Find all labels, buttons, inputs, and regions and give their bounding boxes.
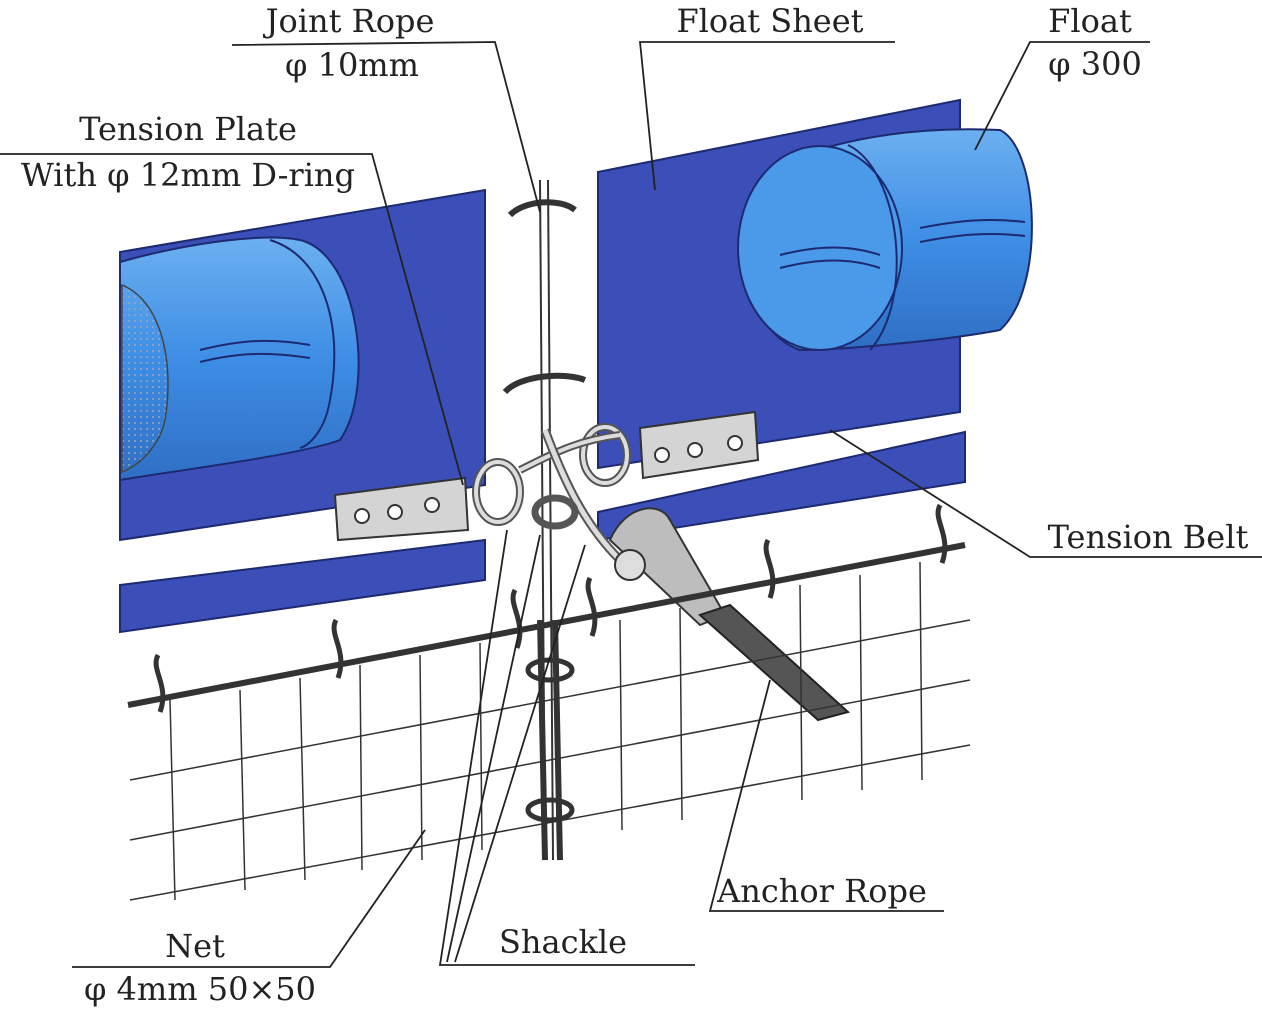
tension-plate-detail-label: With φ 12mm D-ring [21, 156, 355, 194]
net-size-label: φ 4mm 50×50 [84, 970, 316, 1008]
tension-plate-left [333, 476, 470, 542]
float-size-label: φ 300 [1048, 45, 1142, 83]
tension-plate-label: Tension Plate [79, 110, 297, 148]
anchor-rope [698, 603, 851, 722]
leader-lines [0, 41, 1262, 968]
joint-rope-size-label: φ 10mm [285, 46, 419, 84]
float-left [119, 236, 360, 482]
tension-plate-right [638, 410, 760, 480]
tension-belt-label: Tension Belt [1048, 518, 1249, 556]
net-label: Net [165, 927, 225, 965]
shackle-assembly [472, 423, 631, 564]
float-right [737, 128, 1033, 352]
float-sheet-label: Float Sheet [676, 2, 863, 40]
float-label: Float [1048, 2, 1132, 40]
joint-rope-label: Joint Rope [263, 2, 435, 40]
anchor-rope-label: Anchor Rope [716, 872, 927, 910]
shackle-label: Shackle [499, 923, 627, 961]
